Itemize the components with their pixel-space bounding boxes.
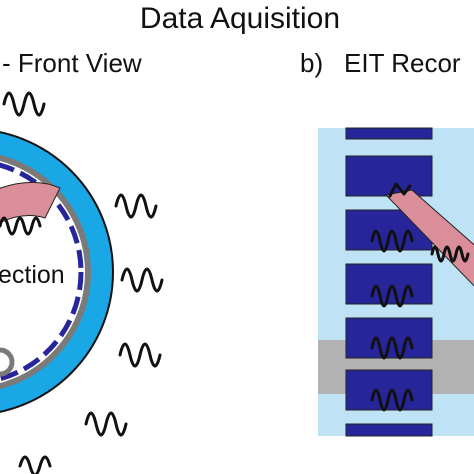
signal-wave-icon [2, 91, 46, 117]
signal-wave-icon [370, 388, 414, 412]
blood-vessel [0, 181, 61, 224]
signal-wave-icon [18, 455, 52, 474]
vessel-signal-wave [430, 245, 470, 263]
center-label: ection [0, 261, 65, 289]
connection-wire [388, 182, 412, 198]
signal-wave-icon [370, 336, 414, 360]
tank-inner-ring [0, 154, 91, 390]
electrode-block [345, 155, 433, 197]
signal-wave-icon [84, 411, 128, 437]
electrode-block [345, 369, 433, 411]
panel-b-letter: b) [300, 48, 323, 78]
figure-title: Data Aquisition [140, 2, 340, 35]
signal-wave-icon [120, 267, 164, 293]
lower-left-marker [0, 347, 15, 377]
eit-recording-panel [318, 127, 474, 437]
vessel-signal-wave [0, 216, 42, 236]
electrode-block [345, 317, 433, 359]
electrode-ring [0, 162, 84, 382]
electrode-block [345, 423, 433, 437]
electrode-block [345, 127, 433, 140]
signal-wave-icon [370, 229, 414, 253]
signal-wave-icon [370, 284, 414, 308]
tank-cross-section: ection [0, 131, 114, 413]
signal-wave-icon [114, 193, 158, 219]
signal-wave-icon [118, 342, 162, 368]
panel-b-heading: EIT Recor [344, 48, 461, 78]
panel-a-heading: - Front View [2, 48, 142, 78]
